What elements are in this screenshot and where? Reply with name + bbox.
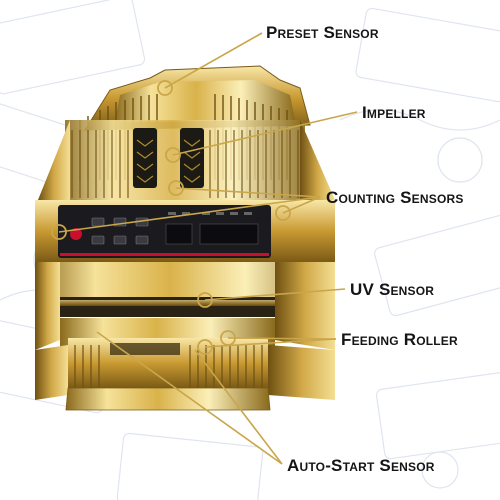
callout-preset-sensor: Preset Sensor <box>266 23 379 42</box>
callout-uv-sensor: UV Sensor <box>350 280 435 299</box>
callout-auto-start-sensor: Auto-Start Sensor <box>287 456 435 475</box>
callout-feeding-roller: Feeding Roller <box>341 330 458 349</box>
callout-counting-sensors: Counting Sensors <box>326 188 464 207</box>
callout-impeller: Impeller <box>362 103 426 122</box>
